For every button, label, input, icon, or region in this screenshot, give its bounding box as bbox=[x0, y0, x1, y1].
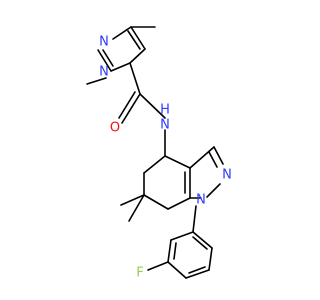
bond-carbonyl-o-double bbox=[118, 91, 136, 119]
bond-c7-c7a bbox=[167, 197, 191, 210]
bond-ar4-ar5-double bbox=[188, 266, 206, 274]
bond-c3-n2ind-double bbox=[208, 151, 218, 168]
bond-n1ind-aryl bbox=[192, 205, 197, 233]
atom-nh-n: N bbox=[160, 118, 170, 133]
atom-f: F bbox=[136, 266, 143, 281]
bond-c4-c3 bbox=[130, 26, 146, 50]
bond-carbonyl-o bbox=[121, 93, 141, 124]
bond-ar1-ar2 bbox=[170, 231, 194, 241]
bond-c6-c7 bbox=[143, 194, 169, 210]
bond-c6-methyl-b bbox=[128, 194, 145, 222]
bond-c6-methyl-a bbox=[120, 194, 145, 206]
atom-o: O bbox=[110, 121, 120, 136]
bond-ar5-ar6 bbox=[208, 247, 213, 271]
bond-n2ind-n1ind bbox=[206, 183, 221, 198]
bond-n2-methyl bbox=[86, 77, 107, 85]
bond-c5-c4 bbox=[129, 48, 146, 64]
atom-nh-h: H bbox=[160, 103, 170, 118]
bond-ar2-ar3-double bbox=[173, 242, 177, 260]
bond-c3a-c4 bbox=[164, 155, 191, 169]
atom-labels-group: N N O N H N N F bbox=[99, 35, 232, 281]
atom-n2: N bbox=[99, 65, 109, 80]
bond-c4-c5ring bbox=[143, 155, 166, 174]
atom-n4: N bbox=[196, 193, 206, 208]
bond-ar4-ar5 bbox=[185, 269, 210, 279]
bond-ar2-ar3 bbox=[167, 239, 172, 263]
bond-n2-c5 bbox=[110, 62, 131, 72]
bond-c3-n2ind bbox=[213, 146, 224, 165]
bond-carbonyl-nh bbox=[139, 93, 166, 119]
bonds-group bbox=[86, 26, 224, 279]
bond-ar3-ar4 bbox=[167, 261, 187, 279]
bond-n1-n2 bbox=[97, 49, 112, 72]
structure-svg: N N O N H N N F bbox=[86, 26, 232, 281]
bond-c4-c3-double bbox=[127, 30, 141, 50]
bond-c3a-c3 bbox=[189, 146, 215, 169]
bond-ar6-ar1-double bbox=[192, 236, 208, 250]
bond-c3-n1 bbox=[112, 26, 132, 40]
bond-n1-n2-double bbox=[102, 49, 114, 67]
atom-n1: N bbox=[99, 35, 109, 50]
atom-n3: N bbox=[222, 168, 232, 183]
bond-ar6-ar1 bbox=[192, 231, 213, 249]
bond-ar3-f bbox=[147, 261, 169, 271]
molecule-diagram: N N O N H N N F bbox=[86, 26, 232, 281]
bond-c5-carbonyl bbox=[129, 62, 141, 95]
